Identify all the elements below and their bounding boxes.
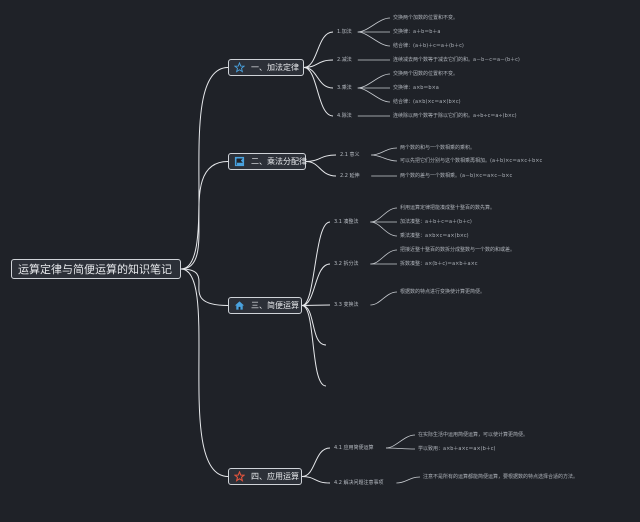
branch-3-sub-2-label[interactable]: 3.2 拆分法 (334, 261, 359, 267)
branch-3-sub-4-connector (301, 305, 327, 346)
branch-1-label: 一、加法定律 (251, 63, 299, 72)
branch-1-sub-1-detail-2[interactable]: 交换律：a＋b＝b＋a (393, 29, 441, 35)
flag-icon (234, 156, 245, 167)
root-to-branch-3-connector (180, 268, 229, 306)
branch-4-sub-1-connector (301, 447, 331, 477)
branch-1-sub-1-connector (303, 31, 334, 68)
branch-1-sub-4-connector (303, 67, 334, 117)
branch-3-sub-1-detail-3-connector (370, 221, 398, 237)
branch-1-sub-2-detail-1[interactable]: 连续减去两个数等于减去它们的和。a－b－c＝a－(b＋c) (393, 57, 520, 63)
branch-1-sub-3-detail-3[interactable]: 结合律：(a×b)×c＝a×(b×c) (393, 99, 461, 105)
branch-2-sub-1-detail-1[interactable]: 两个数的和与一个数相乘的乘积。 (400, 145, 476, 151)
branch-2-sub-2-connector (305, 161, 337, 177)
branch-1-sub-1-label[interactable]: 1.加法 (337, 29, 352, 35)
branch-2-sub-1-detail-1-connector (371, 147, 398, 156)
branch-3-sub-2-detail-1-connector (370, 249, 398, 265)
branch-4-sub-2-detail-1[interactable]: 注意不是所有的运算都能简便运算，要根据数的特点选择合适的方法。 (423, 474, 579, 480)
branch-2-sub-1-connector (305, 154, 337, 162)
branch-1-sub-1-detail-3[interactable]: 结合律：(a＋b)＋c＝a＋(b＋c) (393, 43, 464, 49)
root-topic-node[interactable]: 运算定律与简便运算的知识笔记 (11, 259, 181, 279)
root-to-branch-4-connector (180, 268, 229, 477)
branch-3-sub-3-connector (301, 304, 331, 306)
root-to-branch-2-connector (180, 161, 229, 270)
branch-1-sub-3-detail-1[interactable]: 交换两个因数的位置积不变。 (393, 71, 459, 77)
branch-1-sub-3-detail-2[interactable]: 交换律：a×b＝b×a (393, 85, 439, 91)
branch-2-sub-2-label[interactable]: 2.2 延伸 (340, 173, 360, 179)
branch-3-label: 三、简便运算 (251, 301, 299, 310)
branch-2-sub-1-detail-2-connector (371, 154, 398, 162)
branch-1-sub-2-connector (303, 59, 334, 68)
branch-4-sub-1-detail-1-connector (385, 434, 416, 449)
branch-2-label: 二、乘法分配律 (251, 157, 307, 166)
branch-3-node[interactable]: 三、简便运算 (228, 297, 302, 314)
branch-3-sub-3-detail-1-connector (370, 291, 398, 306)
star-filled-icon (234, 471, 245, 482)
branch-1-sub-1-detail-1[interactable]: 交换两个加数的位置和不变。 (393, 15, 459, 21)
branch-3-sub-3-detail-1[interactable]: 根据数的特点进行变换使计算更简便。 (400, 289, 486, 295)
branch-2-sub-1-label[interactable]: 2.1 意义 (340, 152, 360, 158)
root-topic-label: 运算定律与简便运算的知识笔记 (18, 263, 172, 276)
branch-1-sub-4-detail-1[interactable]: 连续除以两个数等于除以它们的积。a÷b÷c＝a÷(b×c) (393, 113, 517, 119)
branch-3-sub-1-detail-1[interactable]: 利用运算定律把能凑成整十整百的数先算。 (400, 205, 496, 211)
branch-3-sub-5-connector (301, 305, 327, 387)
branch-3-sub-2-detail-2[interactable]: 拆数凑整：a×(b＋c)＝a×b＋a×c (400, 261, 478, 267)
branch-3-sub-3-label[interactable]: 3.3 变换法 (334, 302, 359, 308)
branch-1-sub-3-label[interactable]: 3.乘法 (337, 85, 352, 91)
branch-4-sub-2-label[interactable]: 4.2 解决问题注意事项 (334, 480, 384, 486)
branch-3-sub-1-label[interactable]: 3.1 凑整法 (334, 219, 359, 225)
branch-2-sub-1-detail-2[interactable]: 可以先把它们分别与这个数相乘再相加。(a＋b)×c＝a×c＋b×c (400, 158, 543, 164)
branch-1-sub-2-label[interactable]: 2.减法 (337, 57, 352, 63)
branch-4-label: 四、应用运算 (251, 472, 299, 481)
house-icon (234, 300, 245, 311)
branch-3-sub-2-connector (301, 263, 331, 306)
branch-2-node[interactable]: 二、乘法分配律 (228, 153, 307, 170)
branch-1-node[interactable]: 一、加法定律 (228, 59, 304, 76)
branch-3-sub-1-detail-2[interactable]: 加法凑整：a＋b＋c＝a＋(b＋c) (400, 219, 472, 225)
branch-4-node[interactable]: 四、应用运算 (228, 468, 302, 485)
branch-1-sub-3-detail-1-connector (357, 73, 391, 89)
branch-4-sub-2-detail-1-connector (396, 476, 421, 484)
branch-2-sub-2-detail-1[interactable]: 两个数的差与一个数相乘。(a－b)×c＝a×c－b×c (400, 173, 513, 179)
star-outline-icon (234, 62, 245, 73)
branch-1-sub-1-detail-3-connector (357, 31, 391, 47)
branch-4-sub-1-label[interactable]: 4.1 应用简便运算 (334, 445, 374, 451)
branch-1-sub-1-detail-1-connector (357, 17, 391, 33)
branch-1-sub-4-label[interactable]: 4.除法 (337, 113, 352, 119)
branch-1-sub-3-detail-3-connector (357, 87, 391, 103)
root-to-branch-1-connector (180, 67, 229, 270)
branch-4-sub-1-detail-1[interactable]: 在实际生活中运用简便运算，可以使计算更简便。 (418, 432, 529, 438)
branch-3-sub-1-detail-3[interactable]: 乘法凑整：a×b×c＝a×(b×c) (400, 233, 469, 239)
branch-3-sub-2-detail-1[interactable]: 把接近整十整百的数拆分成整数与一个数的和或差。 (400, 247, 516, 253)
branch-3-sub-1-detail-1-connector (370, 207, 398, 223)
branch-1-sub-3-connector (303, 67, 334, 89)
branch-3-sub-1-connector (301, 221, 331, 306)
branch-4-sub-1-detail-2[interactable]: 学以致用：a×b＋a×c＝a×(b＋c) (418, 446, 496, 452)
branch-4-sub-1-detail-2-connector (385, 447, 416, 450)
branch-4-sub-2-connector (301, 476, 331, 484)
